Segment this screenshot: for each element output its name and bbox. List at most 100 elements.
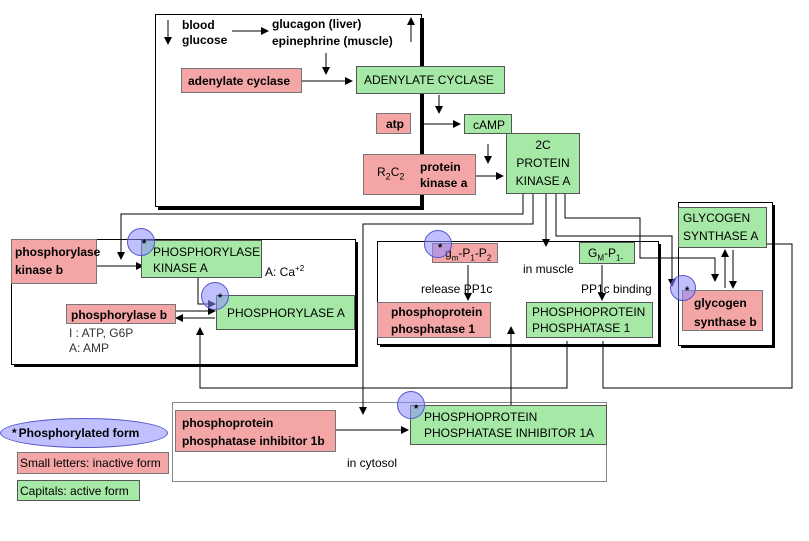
adenylate-cyclase-active: ADENYLATE CYCLASE — [356, 66, 505, 94]
gm-p1-box: GM-P1- — [579, 242, 635, 264]
calcium-sup: +2 — [295, 264, 305, 273]
phosphorylase-a: PHOSPHORYLASE A — [216, 295, 355, 330]
gm-1: 1 — [470, 253, 475, 263]
phosphorylase-kinase-a: PHOSPHORYLASE KINASE A — [141, 240, 262, 278]
glycogen-synthase-a-line2: SYNTHASE A — [683, 229, 759, 243]
pka-active-line3: KINASE A — [515, 174, 571, 188]
gm-right-g: G — [588, 246, 598, 260]
right-panel-shadow-bottom — [681, 345, 775, 348]
gm-right-1: 1- — [616, 253, 624, 263]
phosphorylated-star-phosphorylase: * — [218, 292, 223, 304]
glycogen-synthase-a-line1: GLYCOGEN — [683, 211, 751, 225]
middle-panel — [377, 241, 659, 345]
r2c2-sub-b: 2 — [399, 171, 405, 182]
r2c2-c: C — [390, 165, 400, 179]
pka-active-line2: PROTEIN — [516, 156, 570, 170]
calcium-activator: A: Ca+2 — [265, 262, 304, 279]
pp1-inactive: phosphoprotein phosphatase 1 — [377, 302, 491, 338]
inhibitor-1b-line1: phosphoprotein — [182, 416, 274, 430]
top-panel-shadow-right — [420, 18, 424, 210]
legend-active: Capitals: active form — [17, 480, 140, 501]
gm-m: m — [451, 253, 459, 263]
left-panel-shadow-right — [355, 242, 358, 367]
phosphorylase-a-label: PHOSPHORYLASE A — [227, 306, 345, 320]
legend-phosphorylated-text: Phosphorylated form — [18, 426, 140, 440]
inhibitor-1b: phosphoprotein phosphatase inhibitor 1b — [175, 410, 336, 452]
phosphorylase-b: phosphorylase b — [66, 304, 176, 324]
phosphorylated-star-gm: * — [438, 242, 443, 254]
gm-p1-p2-label: gm-P1-P2 — [445, 246, 491, 265]
top-panel — [155, 14, 422, 207]
protein-kinase-a-line1: protein — [420, 160, 461, 174]
adenylate-cyclase-inactive: adenylate cyclase — [181, 68, 302, 93]
glucose-label: glucose — [182, 33, 228, 47]
adenylate-cyclase-active-label: ADENYLATE CYCLASE — [364, 73, 494, 87]
top-panel-shadow-bottom — [158, 207, 424, 210]
phosphorylase-kinase-a-line1: PHOSPHORYLASE — [153, 245, 261, 259]
r2c2-sub-a: 2 — [385, 171, 391, 182]
phosphorylated-marker-gs — [670, 275, 696, 301]
binding-label: PP1c binding — [581, 282, 652, 296]
pka-active-line1: 2C — [535, 138, 551, 152]
pp1-active-line2: PHOSPHATASE 1 — [532, 321, 631, 335]
phosphorylase-kinase-b-line2: kinase b — [15, 263, 64, 277]
release-label: release PP1c — [421, 282, 493, 296]
gm-right-p: -P — [604, 246, 617, 260]
pp1-active: PHOSPHOPROTEIN PHOSPHATASE 1 — [526, 302, 653, 338]
protein-kinase-a-inactive: R2C2 protein kinase a — [363, 154, 476, 195]
inhibitor-1a-line2: PHOSPHATASE INHIBITOR 1A — [424, 426, 595, 440]
in-muscle-label: in muscle — [523, 262, 574, 276]
right-panel-shadow-right — [772, 205, 775, 348]
phosphorylated-marker-gm — [424, 230, 452, 258]
glucagon-label: glucagon (liver) — [272, 17, 362, 31]
left-panel-shadow-bottom — [14, 364, 358, 367]
right-panel — [678, 202, 773, 346]
pp1-active-line1: PHOSPHOPROTEIN — [532, 305, 646, 319]
phosphorylase-kinase-a-line2: KINASE A — [153, 261, 208, 275]
atp-box: atp — [376, 113, 411, 134]
blood-label: blood — [182, 18, 215, 32]
phosphorylated-star-inhibitor: * — [414, 403, 419, 415]
glycogen-synthase-b-line1: glycogen — [694, 296, 747, 310]
inhibitor-1b-line2: phosphatase inhibitor 1b — [182, 434, 325, 448]
inhibitor-1a-line1: PHOSPHOPROTEIN — [424, 410, 538, 424]
phosphorylase-kinase-b: phosphorylase kinase b — [11, 239, 101, 284]
gm-2: 2 — [486, 253, 492, 263]
adenylate-cyclase-inactive-label: adenylate cyclase — [188, 74, 291, 88]
epinephrine-label: epinephrine (muscle) — [272, 34, 393, 48]
legend-phosphorylated: *Phosphorylated form — [12, 426, 139, 440]
legend-active-text: Capitals: active form — [20, 484, 129, 498]
pp1-inactive-line2: phosphatase 1 — [391, 322, 476, 336]
in-cytosol-label: in cytosol — [347, 456, 398, 470]
gm-p: -P — [458, 246, 471, 260]
gm-right-m: M — [597, 253, 605, 263]
protein-kinase-a-line2: kinase a — [420, 176, 468, 190]
legend-phosphorylated-ellipse — [0, 418, 168, 448]
left-panel — [11, 239, 356, 365]
phosphorylated-marker-inhibitor — [397, 391, 425, 419]
protein-kinase-a-active: 2C PROTEIN KINASE A — [506, 133, 580, 194]
atp-label: atp — [386, 117, 404, 131]
phosphorylase-kinase-b-line1: phosphorylase — [15, 245, 101, 259]
inhibitor-1a: PHOSPHOPROTEIN PHOSPHATASE INHIBITOR 1A — [410, 405, 607, 445]
gm-p2: -P — [474, 246, 487, 260]
camp-box: cAMP — [464, 114, 512, 134]
r2c2-r: R — [377, 165, 386, 179]
phosphorylase-inhibitors: I : ATP, G6P — [69, 326, 134, 340]
r2c2-label: R2C2 — [377, 165, 404, 183]
phosphorylated-marker-kinase — [127, 228, 155, 256]
phosphorylase-b-label: phosphorylase b — [71, 308, 168, 322]
legend-inactive: Small letters: inactive form — [17, 452, 169, 474]
legend-star: * — [12, 426, 17, 440]
gm-p1-label: GM-P1- — [588, 246, 623, 265]
glycogen-synthase-b-line2: synthase b — [694, 315, 757, 329]
glycogen-synthase-a: GLYCOGEN SYNTHASE A — [678, 207, 767, 248]
phosphorylase-activator: A: AMP — [69, 341, 110, 355]
phosphorylated-star-gs: * — [685, 285, 690, 297]
middle-panel-shadow-bottom — [380, 344, 661, 347]
phosphorylated-marker-phosphorylase — [201, 282, 229, 310]
pp1-inactive-line1: phosphoprotein — [391, 305, 483, 319]
phosphorylated-star-kinase: * — [142, 238, 147, 250]
glycogen-synthase-b: glycogen synthase b — [682, 290, 763, 331]
